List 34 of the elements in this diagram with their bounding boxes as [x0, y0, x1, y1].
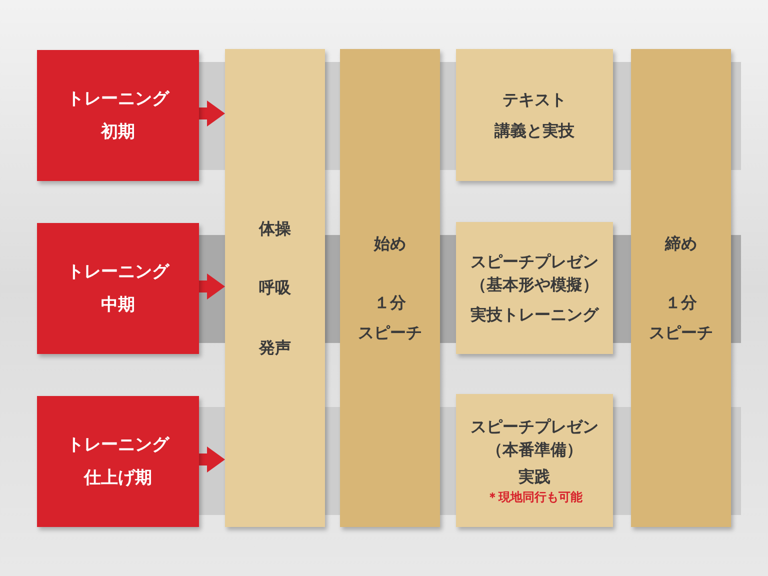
box-text: 仕上げ期 — [84, 466, 152, 490]
phase-box — [37, 223, 199, 354]
box-text: 講義と実技 — [494, 120, 574, 142]
step-box — [631, 49, 731, 527]
box-text: 実技トレーニング — [470, 304, 598, 326]
box-text: トレーニング — [67, 260, 169, 284]
step-box — [456, 394, 613, 527]
step-box — [340, 49, 440, 527]
step-box — [456, 49, 613, 181]
box-text: トレーニング — [67, 88, 169, 111]
box-text: 始め — [374, 233, 406, 256]
box-text: 締め — [665, 233, 697, 256]
note-text: ＊現地同行も可能 — [486, 488, 582, 506]
box-text: スピーチ — [649, 322, 713, 344]
box-text: 体操 — [259, 218, 291, 240]
box-text: 実践 — [518, 466, 550, 488]
box-text: １分 — [665, 292, 697, 314]
box-text: スピーチプレゼン（基本形や模擬） — [469, 251, 600, 296]
step-box — [225, 49, 325, 527]
box-text: トレーニング — [67, 434, 169, 457]
box-text: テキスト — [502, 88, 566, 111]
box-text: 中期 — [101, 294, 135, 316]
box-text: 発声 — [259, 336, 291, 359]
phase-box — [37, 50, 199, 181]
box-text: 呼吸 — [259, 277, 291, 300]
arrow — [197, 274, 225, 300]
arrow — [197, 446, 225, 472]
arrow — [197, 100, 225, 126]
box-text: スピーチプレゼン（本番準備） — [469, 416, 600, 462]
step-box — [456, 222, 613, 354]
phase-box — [37, 396, 199, 527]
box-text: スピーチ — [358, 322, 422, 344]
box-text: １分 — [374, 292, 406, 314]
box-text: 初期 — [101, 120, 135, 144]
